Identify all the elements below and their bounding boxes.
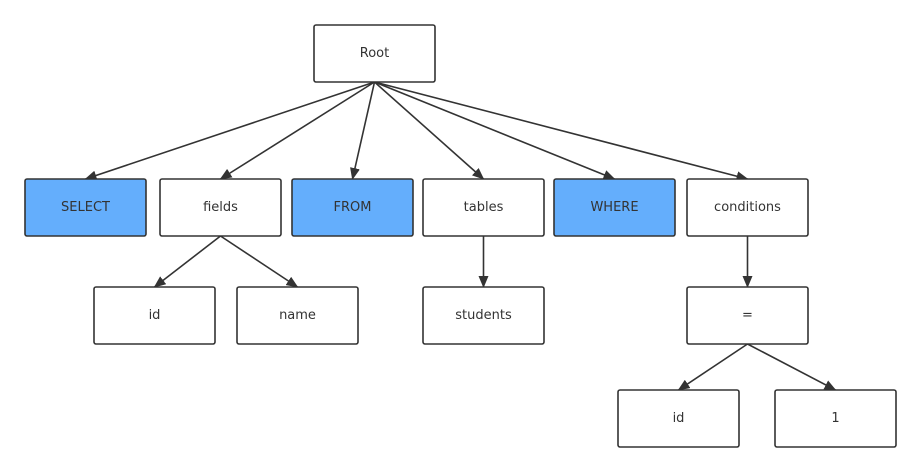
node-table-students: students [422,286,545,345]
edge-op-equals-to-cond-value [747,343,837,391]
edge-root-to-fields [219,81,375,180]
node-where: WHERE [553,178,676,237]
node-label-conditions: conditions [714,200,781,215]
node-op-equals: = [686,286,809,345]
edge-root-to-where [374,81,616,180]
edge-root-to-from [350,81,376,180]
node-conditions: conditions [686,178,809,237]
node-label-from: FROM [334,200,372,215]
node-box-from [291,178,414,237]
node-tables: tables [422,178,545,237]
node-label-table-students: students [455,308,512,323]
node-box-tables [422,178,545,237]
edge-root-to-select [84,81,375,181]
node-cond-value: 1 [774,389,897,448]
node-field-name: name [236,286,359,345]
node-box-select [24,178,147,237]
node-box-where [553,178,676,237]
node-label-op-equals: = [742,308,753,323]
node-cond-id: id [617,389,740,448]
node-box-cond-value [774,389,897,448]
edge-root-to-conditions [374,81,749,182]
node-label-field-id: id [149,308,161,323]
edge-fields-to-field-id [153,235,221,288]
node-label-where: WHERE [590,200,638,215]
node-label-field-name: name [279,308,316,323]
node-label-select: SELECT [61,200,110,215]
node-box-root [313,24,436,83]
node-box-cond-id [617,389,740,448]
node-fields: fields [159,178,282,237]
node-box-fields [159,178,282,237]
node-box-table-students [422,286,545,345]
edges-layer [84,81,837,391]
node-box-op-equals [686,286,809,345]
edge-op-equals-to-cond-id [677,343,748,391]
node-select: SELECT [24,178,147,237]
node-label-root: Root [360,46,389,61]
edge-root-to-tables [373,81,485,180]
node-from: FROM [291,178,414,237]
node-label-cond-id: id [673,411,685,426]
node-root: Root [313,24,436,83]
node-box-field-id [93,286,216,345]
node-field-id: id [93,286,216,345]
node-label-cond-value: 1 [831,411,839,426]
node-box-field-name [236,286,359,345]
node-box-conditions [686,178,809,237]
node-label-tables: tables [464,200,504,215]
edge-fields-to-field-name [220,235,299,288]
node-label-fields: fields [203,200,238,215]
